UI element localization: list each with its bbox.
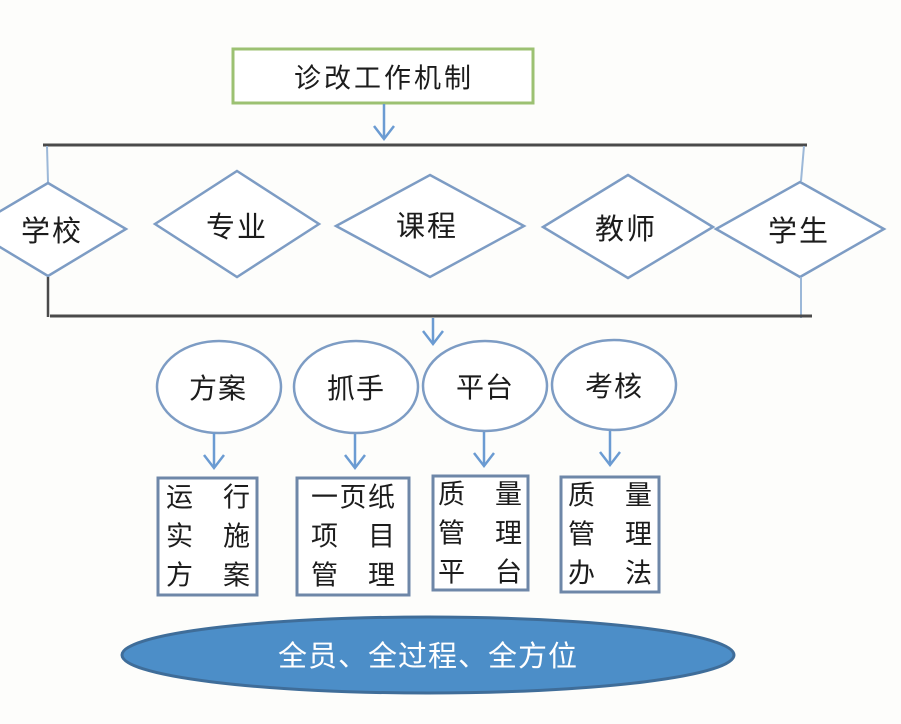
box-quality-platform-shape bbox=[431, 474, 530, 592]
banner-label: 全员、全过程、全方位 bbox=[277, 641, 579, 673]
box-line: 项目 bbox=[311, 521, 395, 552]
connector-rail-to-school bbox=[46, 145, 49, 183]
banner-ellipse-shape bbox=[120, 615, 736, 695]
box-quality-measures-label: 质量 管理 办法 bbox=[568, 477, 652, 594]
box-line: 实施 bbox=[166, 521, 250, 552]
diamond-major-label: 专业 bbox=[205, 212, 269, 244]
box-line: 管理 bbox=[568, 519, 652, 550]
ellipse-handle-label: 抓手 bbox=[326, 374, 386, 405]
ellipse-plan-label: 方案 bbox=[188, 374, 248, 405]
box-line: 办法 bbox=[568, 558, 652, 589]
box-quality-platform-label: 质量 管理 平台 bbox=[438, 476, 522, 593]
ellipse-platform-shape bbox=[421, 339, 549, 433]
box-line: 一页纸 bbox=[311, 482, 395, 513]
diamond-teacher-shape bbox=[540, 173, 716, 280]
box-line: 质量 bbox=[438, 479, 522, 510]
diamond-school-shape bbox=[0, 181, 129, 278]
box-one-page-management-shape bbox=[295, 476, 411, 597]
diamond-course-shape bbox=[333, 173, 527, 279]
title-box-shape bbox=[231, 47, 535, 105]
ellipse-plan-shape bbox=[155, 339, 283, 435]
box-line: 平台 bbox=[438, 557, 522, 588]
ellipse-assessment-label: 考核 bbox=[584, 372, 644, 403]
box-line: 质量 bbox=[568, 480, 652, 511]
box-one-page-management-label: 一页纸 项目 管理 bbox=[311, 479, 395, 596]
box-line: 管理 bbox=[311, 560, 395, 591]
box-line: 管理 bbox=[438, 518, 522, 549]
diamond-school-label: 学校 bbox=[20, 216, 84, 248]
connector-rail-to-student bbox=[800, 145, 805, 182]
diamond-course-label: 课程 bbox=[395, 211, 459, 243]
box-quality-measures-shape bbox=[559, 475, 661, 594]
diamond-student-label: 学生 bbox=[767, 216, 831, 248]
diamond-teacher-label: 教师 bbox=[594, 214, 658, 246]
diamond-major-shape bbox=[152, 169, 322, 279]
box-line: 方案 bbox=[166, 560, 250, 591]
box-implementation-plan-shape bbox=[156, 476, 259, 597]
ellipse-handle-shape bbox=[292, 339, 420, 435]
box-line: 运行 bbox=[166, 482, 250, 513]
ellipse-assessment-shape bbox=[550, 338, 678, 432]
title-box-label: 诊改工作机制 bbox=[294, 63, 474, 94]
box-implementation-plan-label: 运行 实施 方案 bbox=[166, 479, 250, 596]
ellipse-platform-label: 平台 bbox=[455, 373, 515, 404]
